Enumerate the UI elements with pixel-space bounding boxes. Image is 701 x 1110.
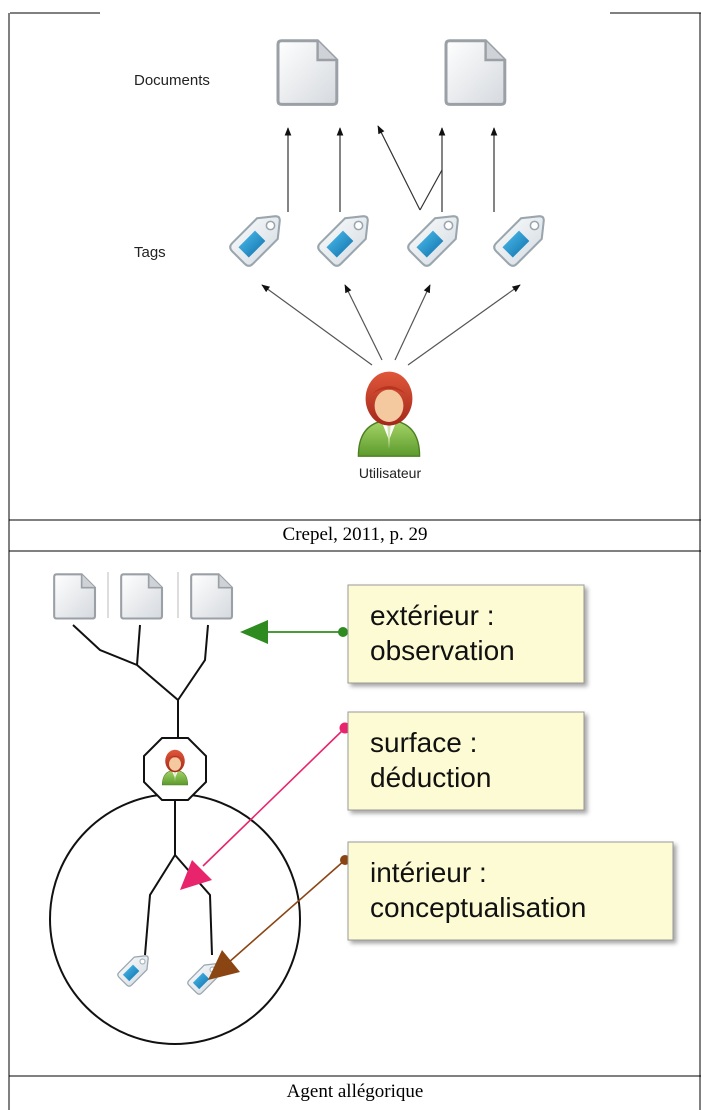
callout-deduction-line2: déduction: [370, 762, 491, 793]
callout-conceptualisation-line2: conceptualisation: [370, 892, 586, 923]
user-avatar-icon: [357, 370, 421, 457]
tag-icon: [493, 215, 545, 267]
conceptualisation-connector: [208, 855, 350, 980]
tags-row-label: Tags: [134, 244, 166, 261]
documents-row-label: Documents: [134, 72, 210, 89]
user-label: Utilisateur: [359, 465, 422, 481]
tag-icon: [317, 215, 369, 267]
callout-deduction: surface : déduction: [347, 711, 585, 811]
tag-icon: [117, 955, 149, 987]
document-tree: [72, 624, 209, 740]
callout-conceptualisation: intérieur : conceptualisation: [347, 841, 674, 941]
agent-octagon: [143, 737, 207, 801]
deduction-connector: [180, 722, 351, 890]
document-icon: [276, 39, 339, 106]
document-icon: [120, 573, 164, 620]
callout-observation-line1: extérieur :: [370, 600, 495, 631]
document-icon: [444, 39, 507, 106]
bottom-figure-caption: Agent allégorique: [286, 1081, 424, 1102]
callout-deduction-line1: surface :: [370, 727, 477, 758]
user-to-tag-arrows: [261, 284, 521, 366]
callout-conceptualisation-line1: intérieur :: [370, 857, 487, 888]
concept-tree: [144, 800, 213, 956]
observation-connector: [240, 620, 348, 644]
callout-observation: extérieur : observation: [347, 584, 585, 684]
tag-icon: [229, 215, 281, 267]
tag-to-document-arrows: [284, 125, 498, 212]
document-icon: [53, 573, 97, 620]
callout-observation-line2: observation: [370, 635, 515, 666]
document-icon: [190, 573, 234, 620]
top-figure-caption: Crepel, 2011, p. 29: [282, 524, 428, 545]
tag-icon: [407, 215, 459, 267]
